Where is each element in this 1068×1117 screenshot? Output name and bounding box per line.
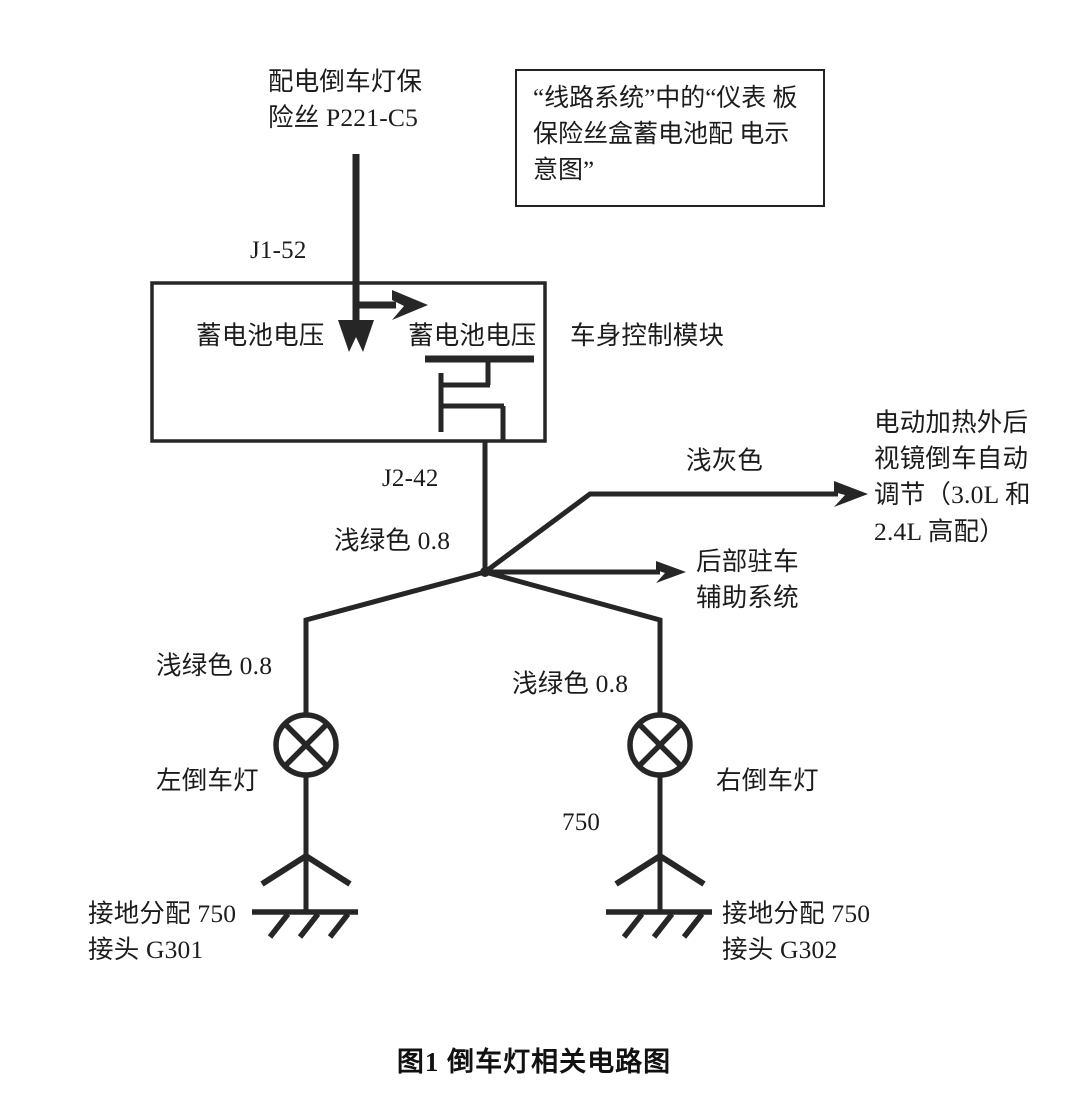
left-ground-label: 接地分配 750 接头 G301 — [88, 899, 237, 965]
right-branch-wire-label: 浅绿色 0.8 — [512, 669, 629, 698]
mirror-module-label: 电动加热外后 视镜倒车自动 调节（3.0L 和 2.4L 高配） — [874, 408, 1031, 546]
bcm-input-voltage-label: 蓄电池电压 — [196, 321, 325, 350]
reference-note-box: “线路系统”中的“仪表 板保险丝盒蓄电池配 电示意图” — [515, 69, 825, 207]
left-reverse-lamp-label: 左倒车灯 — [156, 766, 259, 795]
left-ground-symbol — [252, 852, 358, 939]
left-branch-wire-label: 浅绿色 0.8 — [156, 651, 273, 680]
bcm-output-wire-label: 浅绿色 0.8 — [334, 526, 451, 555]
right-lamp-feed-wire — [484, 569, 663, 715]
mirror-wire-color-label: 浅灰色 — [686, 446, 764, 475]
body-control-module-label: 车身控制模块 — [570, 321, 725, 350]
left-lamp-feed-wire — [303, 569, 486, 715]
body-control-module-box — [150, 281, 547, 443]
right-reverse-lamp-label: 右倒车灯 — [716, 766, 819, 795]
park-assist-label: 后部驻车 辅助系统 — [696, 547, 799, 613]
figure-caption: 图1 倒车灯相关电路图 — [396, 1047, 672, 1077]
right-reverse-lamp-symbol — [627, 712, 693, 778]
bcm-internal-branch-arrow — [356, 290, 428, 320]
left-reverse-lamp-symbol — [273, 712, 339, 778]
mirror-branch-arrowhead — [834, 481, 868, 507]
connector-j1-52-label: J1-52 — [250, 237, 307, 264]
right-ground-label: 接地分配 750 接头 G302 — [722, 899, 871, 965]
right-ground-wire-label: 750 — [562, 809, 601, 836]
bcm-output-voltage-label: 蓄电池电压 — [408, 321, 537, 350]
fuse-source-label: 配电倒车灯保 险丝 P221-C5 — [268, 67, 423, 133]
mirror-branch-wire — [483, 481, 868, 575]
bcm-output-driver-symbol — [425, 355, 534, 441]
fuse-feed-wire — [338, 154, 374, 352]
park-assist-branch-arrowhead — [656, 561, 686, 583]
right-ground-symbol — [606, 852, 712, 939]
battery-voltage-down-arrow — [338, 320, 374, 352]
park-assist-branch-wire — [485, 561, 686, 583]
connector-j2-42-label: J2-42 — [382, 465, 439, 492]
